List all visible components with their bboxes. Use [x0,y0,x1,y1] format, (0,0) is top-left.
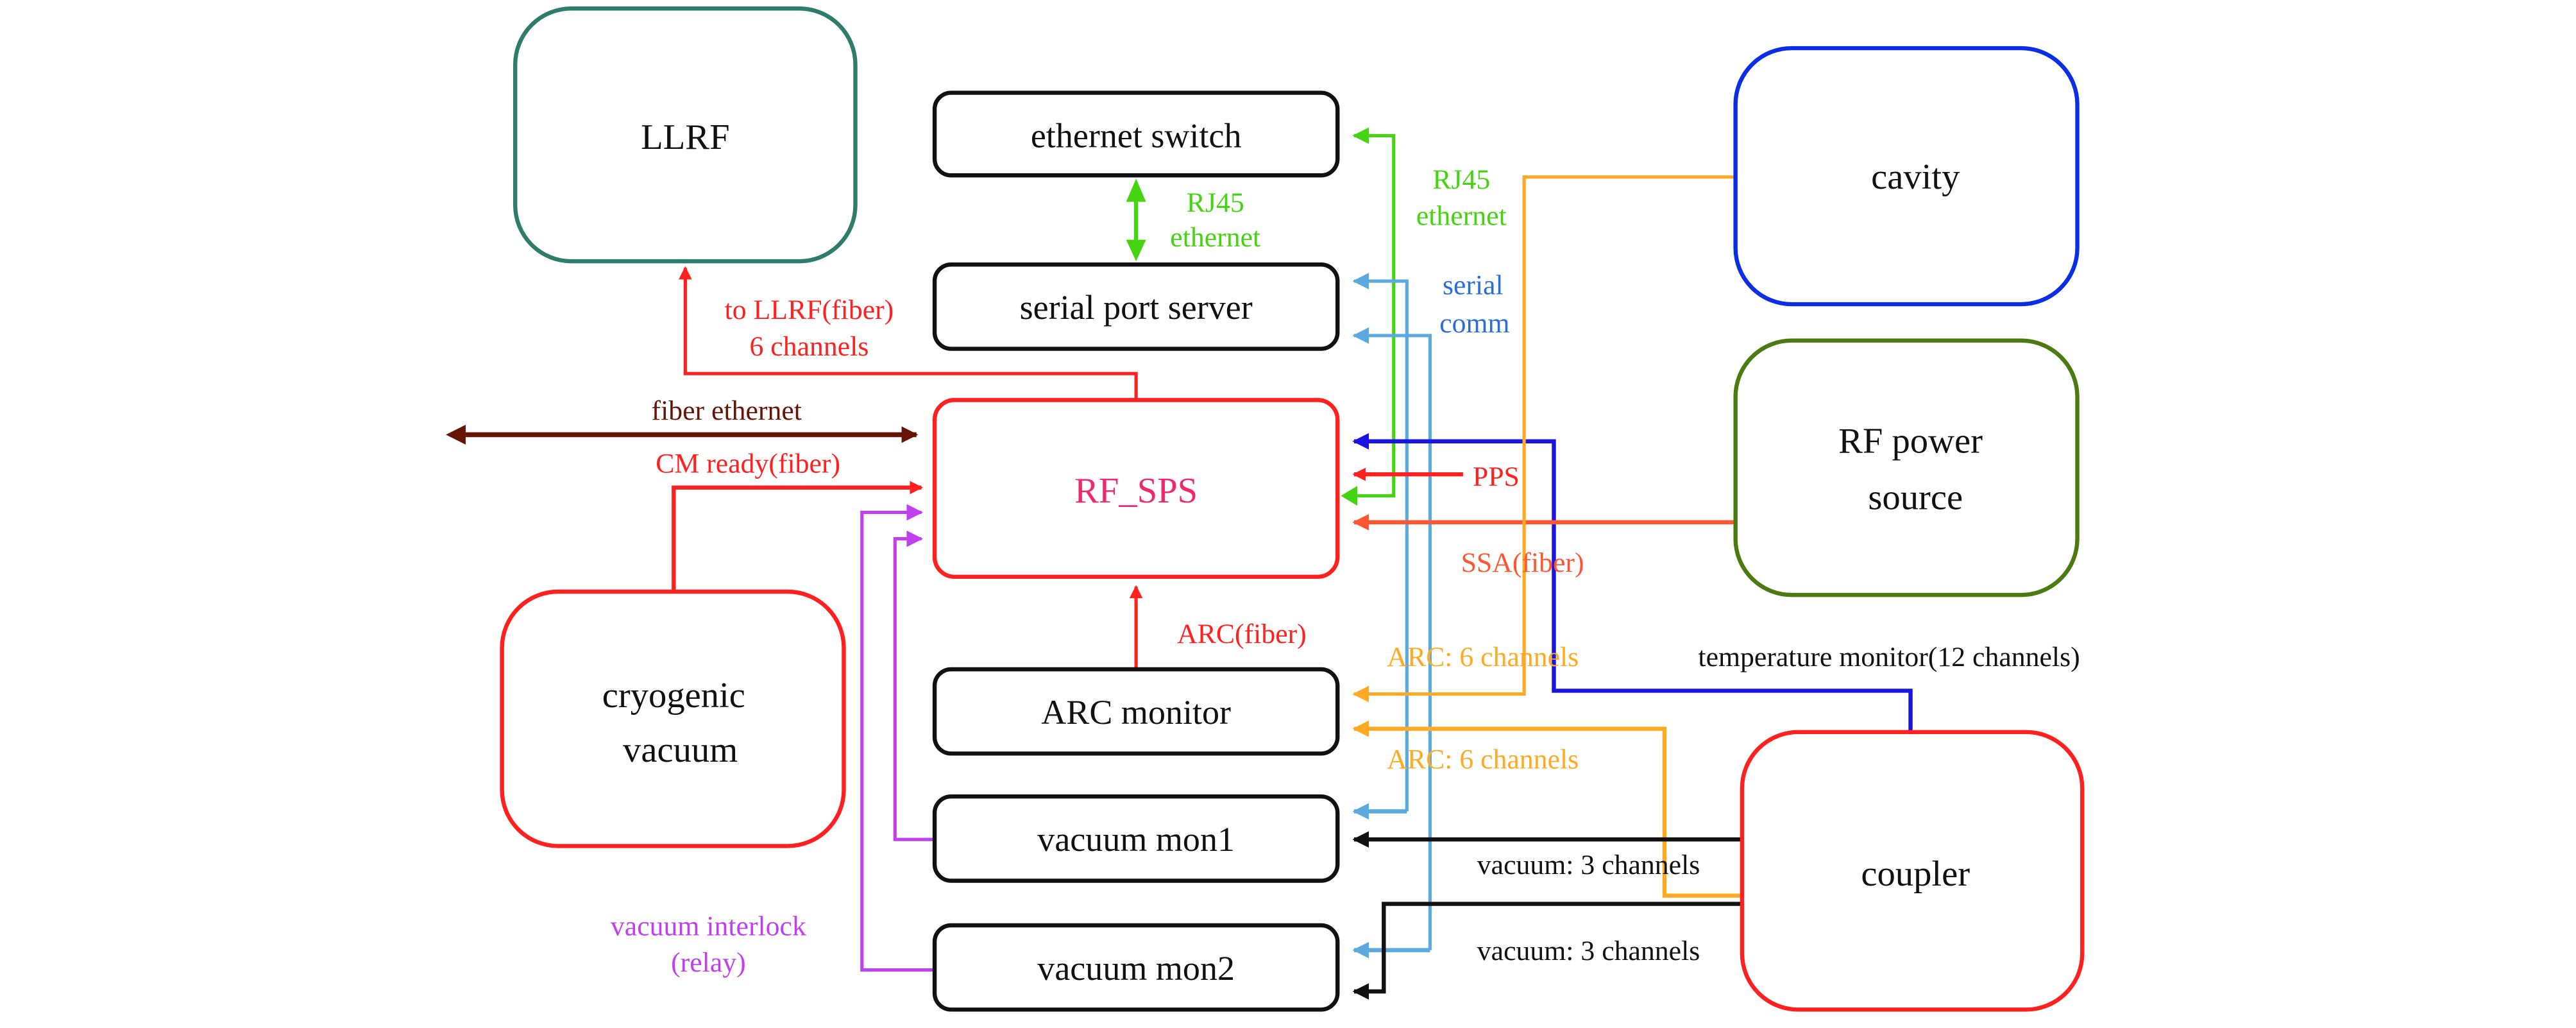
edge-arc-cavity [1352,175,1736,703]
label-vacuum-3-top: vacuum: 3 channels [1477,850,1700,880]
label-cm-ready: CM ready(fiber) [656,449,840,479]
node-cryogenic-vacuum[interactable]: cryogenic vacuum [500,589,846,848]
rf-power-label-1: RF power [1838,422,1983,461]
label-to-llrf-1: to LLRF(fiber) [725,295,894,325]
edge-rfsps-switch-rj45 [1352,127,1396,498]
node-coupler[interactable]: coupler [1740,730,2085,1012]
label-fiber-ethernet: fiber ethernet [652,395,802,426]
cryogenic-vacuum-label-2: vacuum [623,730,738,770]
node-ethernet-switch[interactable]: ethernet switch [932,90,1340,178]
label-temperature: temperature monitor(12 channels) [1698,642,2080,672]
node-serial-port-server[interactable]: serial port server [932,262,1340,351]
node-vacuum-mon1[interactable]: vacuum mon1 [932,794,1340,883]
edge-interlock-vacmon1 [893,530,935,841]
label-arc-6-bottom: ARC: 6 channels [1387,744,1579,775]
label-vacuum-3-bottom: vacuum: 3 channels [1477,936,1700,966]
node-cavity[interactable]: cavity [1733,46,2080,307]
serial-port-server-label: serial port server [1020,288,1253,327]
edge-temperature-monitor [1352,433,1913,732]
edge-vacuum-vacmon2 [1352,902,1742,1000]
node-vacuum-mon2[interactable]: vacuum mon2 [932,923,1340,1012]
rf-sps-label: RF_SPS [1074,471,1198,511]
label-rj45-right-1: RJ45 [1432,164,1490,195]
edge-arc-coupler [1352,720,1742,898]
label-rj45-left-1: RJ45 [1187,187,1244,218]
edge-cm-ready [672,481,924,592]
coupler-label: coupler [1861,854,1970,894]
label-interlock-2: (relay) [671,947,746,978]
node-arc-monitor[interactable]: ARC monitor [932,667,1340,756]
node-llrf[interactable]: LLRF [513,6,858,264]
rj45-rfsps-arrowhead [1341,486,1358,506]
label-interlock-1: vacuum interlock [611,911,806,941]
label-serial-2: comm [1439,308,1509,339]
label-serial-1: serial [1443,270,1504,301]
label-rj45-left-2: ethernet [1170,222,1260,253]
edge-serial-vacmon1 [1352,273,1409,812]
rj45-up-arrowhead [1126,178,1146,202]
label-arc-6-top: ARC: 6 channels [1387,642,1579,672]
edge-interlock-vacmon2 [860,504,935,972]
node-rf-power-source[interactable]: RF power source [1733,338,2080,597]
cryogenic-vacuum-label-1: cryogenic [602,676,745,715]
fiber-ethernet-left-arrowhead [446,424,466,445]
edge-serial-vacmon2 [1352,327,1432,950]
vacuum-mon1-label: vacuum mon1 [1037,820,1235,859]
ethernet-switch-label: ethernet switch [1031,116,1242,155]
label-rj45-right-2: ethernet [1416,200,1507,231]
label-pps: PPS [1473,461,1520,492]
llrf-label: LLRF [641,117,729,157]
rf-power-label-2: source [1868,477,1963,517]
label-to-llrf-2: 6 channels [749,331,869,362]
vacuum-mon2-label: vacuum mon2 [1037,949,1235,988]
node-rf-sps[interactable]: RF_SPS [932,398,1340,579]
edge-rfsps-to-llrf [679,266,1138,400]
arc-monitor-label: ARC monitor [1041,693,1231,732]
label-ssa: SSA(fiber) [1461,547,1584,578]
cavity-label: cavity [1871,157,1960,197]
label-arc-fiber: ARC(fiber) [1177,619,1307,649]
rj45-down-arrowhead [1126,239,1146,262]
